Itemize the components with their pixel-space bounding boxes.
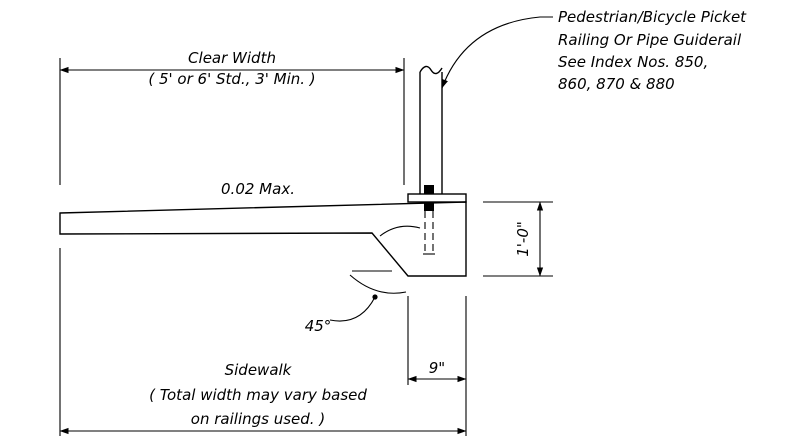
callout-line-1: Pedestrian/Bicycle Picket: [558, 8, 747, 26]
angle-leader: [329, 296, 376, 322]
callout-line-2: Railing Or Pipe Guiderail: [558, 31, 742, 49]
sidewalk-dimension: Sidewalk ( Total width may vary based on…: [59, 248, 467, 436]
bolt-leader: [379, 225, 421, 237]
callout-line-4: 860, 870 & 880: [558, 75, 675, 93]
offset-label: 9": [429, 359, 445, 377]
clear-width-note: ( 5' or 6' Std., 3' Min. ): [148, 70, 315, 88]
callout-line-3: See Index Nos. 850,: [558, 53, 708, 71]
offset-dimension: 9": [407, 296, 467, 436]
railing-post: [407, 65, 467, 255]
post-break-line: [419, 65, 443, 75]
sidewalk-label: Sidewalk: [225, 361, 293, 379]
angle-arc: [349, 274, 407, 294]
slope-label: 0.02 Max.: [221, 180, 295, 198]
slab-outline: [59, 201, 467, 277]
angle-label: 45°: [305, 317, 332, 335]
anchor-nut-top: [424, 185, 434, 194]
height-dimension: 1'-0": [483, 201, 553, 277]
clear-width-dimension: Clear Width ( 5' or 6' Std., 3' Min. ): [59, 49, 405, 185]
height-label: 1'-0": [514, 221, 532, 257]
railing-callout: Pedestrian/Bicycle Picket Railing Or Pip…: [441, 8, 747, 93]
sidewalk-note-line1: ( Total width may vary based: [149, 386, 367, 404]
callout-leader: [441, 16, 553, 89]
clear-width-label: Clear Width: [188, 49, 276, 67]
angle-indicator: 45°: [305, 270, 407, 335]
anchor-nut-bottom: [424, 202, 434, 211]
base-plate: [407, 193, 467, 203]
sidewalk-note-line2: on railings used. ): [191, 410, 325, 428]
sidewalk-slab: [59, 201, 467, 277]
